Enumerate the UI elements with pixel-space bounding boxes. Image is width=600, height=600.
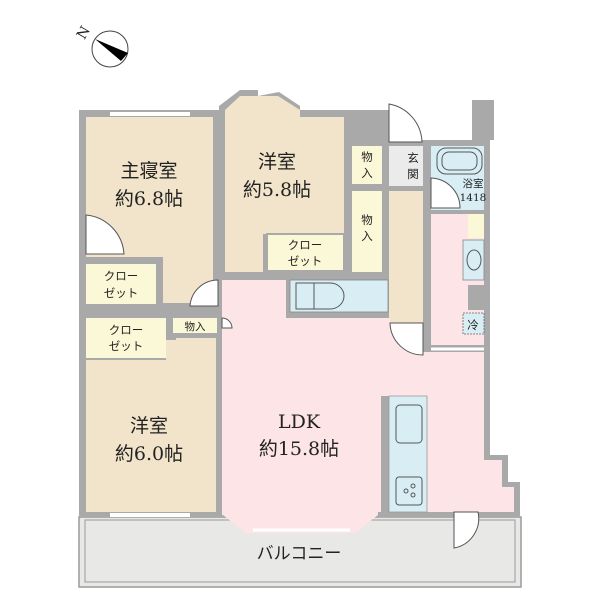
- svg-text:玄: 玄: [407, 151, 419, 165]
- sink-icon: [466, 249, 482, 271]
- svg-text:入: 入: [361, 229, 373, 243]
- ldk-name: LDK: [278, 411, 321, 433]
- master-bedroom: 主寝室 約6.8帖: [85, 112, 213, 303]
- western-room-2-name: 洋室: [130, 415, 168, 437]
- closet-1: クロー ゼット: [266, 233, 345, 272]
- svg-text:物入: 物入: [185, 320, 206, 333]
- western-room-2-size: 約6.0帖: [115, 443, 183, 465]
- svg-text:物: 物: [361, 213, 373, 227]
- door-swing: [85, 214, 125, 255]
- toilet-icon: [314, 282, 345, 310]
- north-arrow-icon: N: [74, 24, 129, 68]
- balcony-label: バルコニー: [257, 544, 342, 564]
- balcony-door-swing: [453, 511, 480, 549]
- closet-3: クロー ゼット: [86, 318, 166, 358]
- svg-text:ゼット: ゼット: [104, 286, 139, 300]
- hallway: [389, 191, 423, 323]
- door-swing: [221, 317, 233, 329]
- washroom: 冷: [431, 214, 485, 345]
- svg-text:冷: 冷: [467, 318, 479, 332]
- bathroom: 浴室 1418: [430, 146, 487, 210]
- ldk-size: 約15.8帖: [259, 438, 339, 460]
- svg-text:物: 物: [361, 150, 373, 164]
- western-room-1-size: 約5.8帖: [243, 179, 311, 201]
- door-swing: [389, 322, 424, 356]
- svg-text:クロー: クロー: [109, 323, 144, 337]
- master-bedroom-name: 主寝室: [120, 160, 177, 182]
- storage-2: 物 入: [352, 191, 382, 272]
- western-room-2: 洋室 約6.0帖: [86, 338, 216, 517]
- ldk: LDK 約15.8帖: [222, 280, 514, 533]
- storage-1: 物 入: [352, 146, 382, 184]
- closet-2: クロー ゼット: [86, 264, 156, 304]
- master-bedroom-size: 約6.8帖: [115, 188, 183, 210]
- western-room-1-name: 洋室: [258, 151, 296, 173]
- svg-text:入: 入: [361, 166, 373, 180]
- svg-text:浴室: 浴室: [463, 177, 484, 190]
- door-swing: [189, 279, 219, 307]
- entrance: 玄 関: [388, 103, 423, 186]
- svg-text:ゼット: ゼット: [288, 254, 323, 268]
- svg-text:クロー: クロー: [288, 238, 323, 252]
- svg-text:関: 関: [407, 167, 419, 181]
- north-label: N: [74, 24, 94, 43]
- svg-text:クロー: クロー: [104, 269, 139, 283]
- stove-icon: [395, 476, 423, 506]
- kitchen-counter: [381, 395, 428, 513]
- fridge-space: [462, 312, 485, 335]
- svg-text:ゼット: ゼット: [109, 339, 144, 353]
- kitchen-sink-icon: [395, 404, 423, 444]
- toilet: [289, 279, 389, 313]
- storage-3: 物入: [173, 318, 217, 333]
- svg-text:1418: 1418: [460, 192, 487, 204]
